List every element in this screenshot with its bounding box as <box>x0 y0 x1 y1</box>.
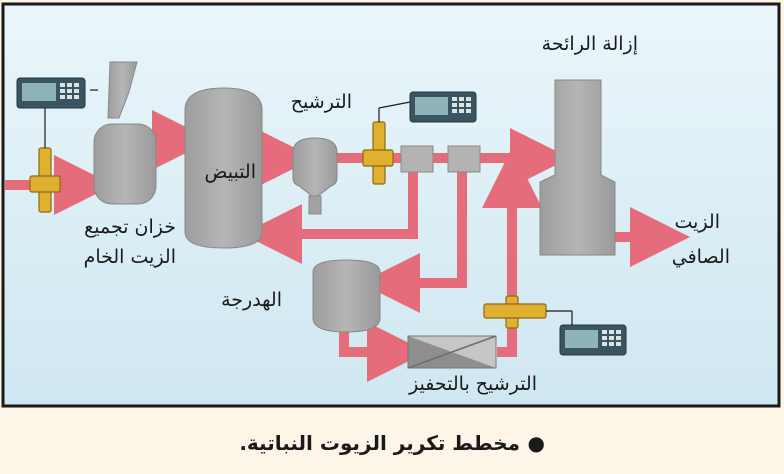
pipe-return-to-bleach <box>242 170 418 264</box>
bleaching-vessel <box>184 87 263 249</box>
junction-box-1 <box>400 145 434 173</box>
label-catalyst-filtering: الترشيح بالتحفيز <box>408 373 537 395</box>
label-pure-oil-line2: الصافي <box>672 246 730 268</box>
control-meter-1 <box>16 77 86 109</box>
label-crude-tank-line2: الزيت الخام <box>84 246 176 268</box>
deodorizer-column <box>539 79 616 256</box>
valve-main-line <box>362 101 411 185</box>
label-pure-oil-line1: الزيت <box>675 211 721 233</box>
valve-inlet <box>29 108 61 213</box>
label-crude-tank-line1: خزان تجميع <box>84 216 176 238</box>
control-meter-2 <box>409 91 477 123</box>
pipes <box>5 110 690 382</box>
hopper <box>107 61 138 119</box>
pipe-hydro-to-catfilter <box>339 322 427 382</box>
pipe-catfilter-up <box>482 148 542 357</box>
filter-unit <box>292 137 338 215</box>
pipe-to-hydrogenation <box>360 170 467 313</box>
caption-bullet: ● <box>528 431 545 455</box>
crude-oil-tank <box>93 123 157 205</box>
label-hydrogenation: الهدرجة <box>221 289 282 311</box>
control-meter-3 <box>559 324 627 356</box>
label-deodorizing: إزالة الرائحة <box>542 33 638 56</box>
hydrogenation-vessel <box>312 259 381 333</box>
caption-text: مخطط تكرير الزيوت النباتية. <box>239 431 520 455</box>
junction-box-2 <box>447 145 481 173</box>
valve-return-line <box>483 295 572 329</box>
label-filtering: الترشيح <box>291 91 352 113</box>
label-bleaching: التبيض <box>204 161 256 183</box>
